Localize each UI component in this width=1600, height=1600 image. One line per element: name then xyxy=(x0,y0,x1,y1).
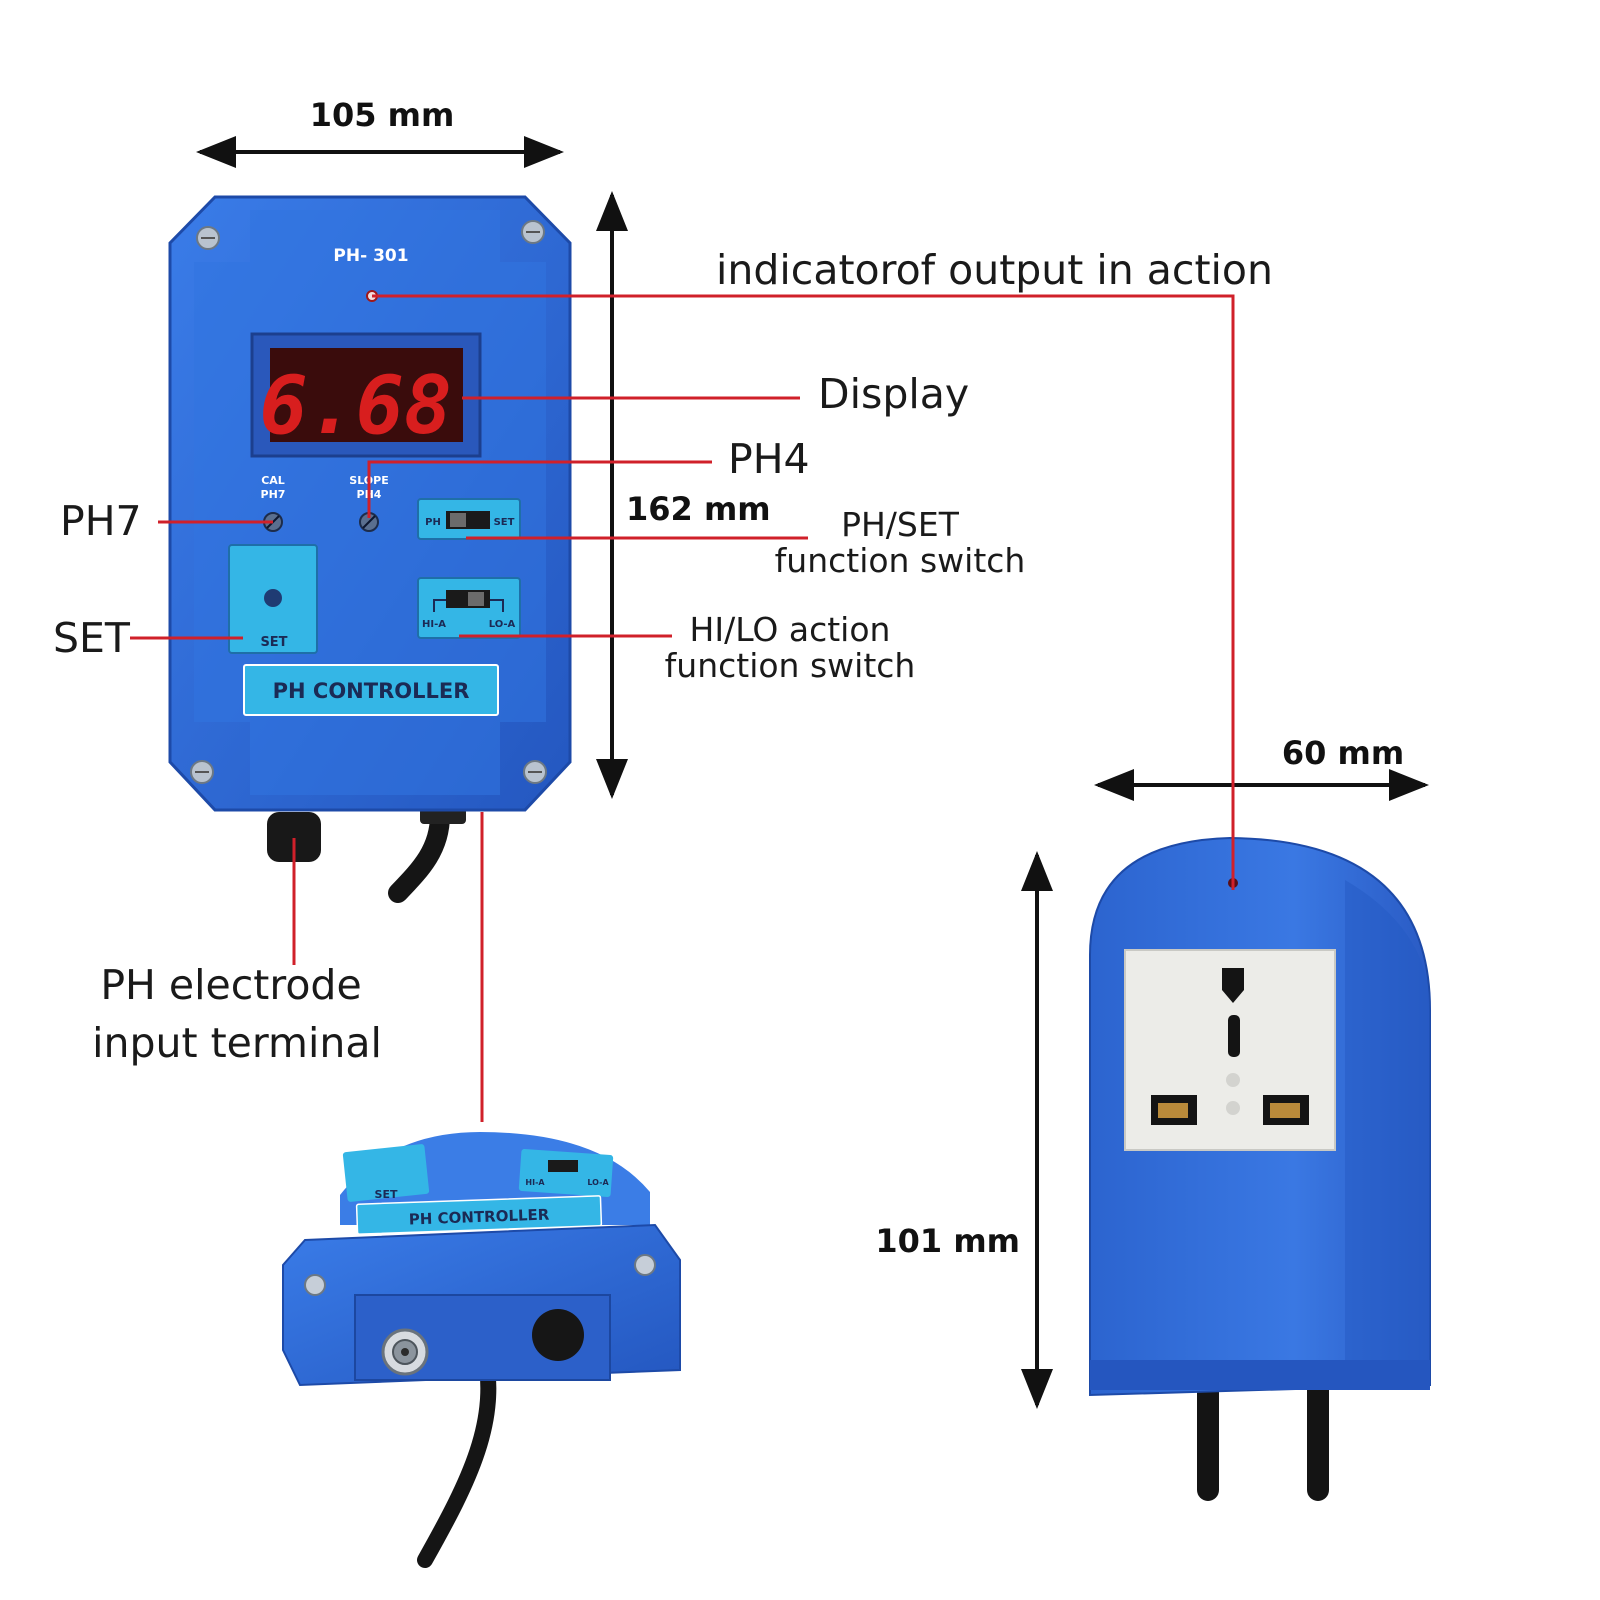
screw-icon xyxy=(190,760,214,784)
callout-ph4: PH4 xyxy=(728,435,810,483)
ph-set-switch-left: PH xyxy=(425,517,441,528)
bnc-connector-icon xyxy=(381,1328,429,1376)
cal-sub-label: PH7 xyxy=(261,488,286,501)
callout-hilo-line1: HI/LO action xyxy=(690,610,891,649)
dimension-plug-height: 101 mm xyxy=(875,851,1053,1409)
callout-indicator: indicatorof output in action xyxy=(716,246,1273,294)
callout-electrode-line2: input terminal xyxy=(92,1019,382,1067)
leader-ph4 xyxy=(367,460,712,518)
callout-electrode-line1: PH electrode xyxy=(100,961,361,1009)
dimension-height-label: 162 mm xyxy=(626,490,771,528)
set-button-label: SET xyxy=(260,635,287,650)
hi-lo-switch[interactable]: HI-A LO-A xyxy=(417,577,521,639)
model-label: PH- 301 xyxy=(333,246,408,266)
screw-icon xyxy=(304,1274,326,1296)
screw-icon xyxy=(521,220,545,244)
cal-label: CAL xyxy=(261,474,285,487)
socket-earth-hole-icon xyxy=(1222,968,1244,1003)
dimension-plug-width-label: 60 mm xyxy=(1282,734,1404,772)
hi-lo-switch-left: HI-A xyxy=(422,619,446,630)
ph-set-switch[interactable]: PH SET xyxy=(417,498,521,540)
leader-indicator xyxy=(372,294,1235,890)
callout-hilo-line2: function switch xyxy=(665,646,916,685)
screw-icon xyxy=(196,226,220,250)
bottom-nameplate-text: PH CONTROLLER xyxy=(409,1206,551,1229)
display-screen xyxy=(270,348,463,442)
dimension-plug-width: 60 mm xyxy=(1094,734,1429,801)
dimension-width-label: 105 mm xyxy=(310,96,455,134)
nameplate-text: PH CONTROLLER xyxy=(273,679,470,703)
set-button[interactable] xyxy=(264,589,282,607)
nameplate xyxy=(243,664,499,716)
dimension-plug-height-label: 101 mm xyxy=(875,1222,1020,1260)
ph-set-switch-right: SET xyxy=(494,517,515,528)
cable-gland-icon xyxy=(532,1309,584,1361)
callout-set: SET xyxy=(53,614,131,662)
bottom-switch-left: HI-A xyxy=(525,1178,545,1187)
callout-ph-set-line1: PH/SET xyxy=(841,505,960,544)
electrode-gland xyxy=(267,812,321,862)
controller-bottom-view: SET HI-A LO-A PH CONTROLLER xyxy=(282,1132,681,1568)
callout-ph-set-line2: function switch xyxy=(775,541,1026,580)
callout-ph7: PH7 xyxy=(60,497,142,545)
screw-icon xyxy=(523,760,547,784)
bottom-switch-right: LO-A xyxy=(587,1178,609,1187)
display-readout: 6.68 xyxy=(259,359,452,452)
callout-display: Display xyxy=(818,370,969,418)
dimension-width: 105 mm xyxy=(196,96,564,168)
callout-lines xyxy=(130,294,1235,1122)
screw-icon xyxy=(634,1254,656,1276)
controller-front: PH- 301 6.68 CAL PH7 SLOPE PH4 PH SET SE… xyxy=(168,195,572,903)
set-button-panel[interactable]: SET xyxy=(228,544,318,654)
hi-lo-switch-right: LO-A xyxy=(489,619,516,630)
power-socket xyxy=(1089,836,1431,1501)
bottom-set-label: SET xyxy=(375,1188,398,1201)
